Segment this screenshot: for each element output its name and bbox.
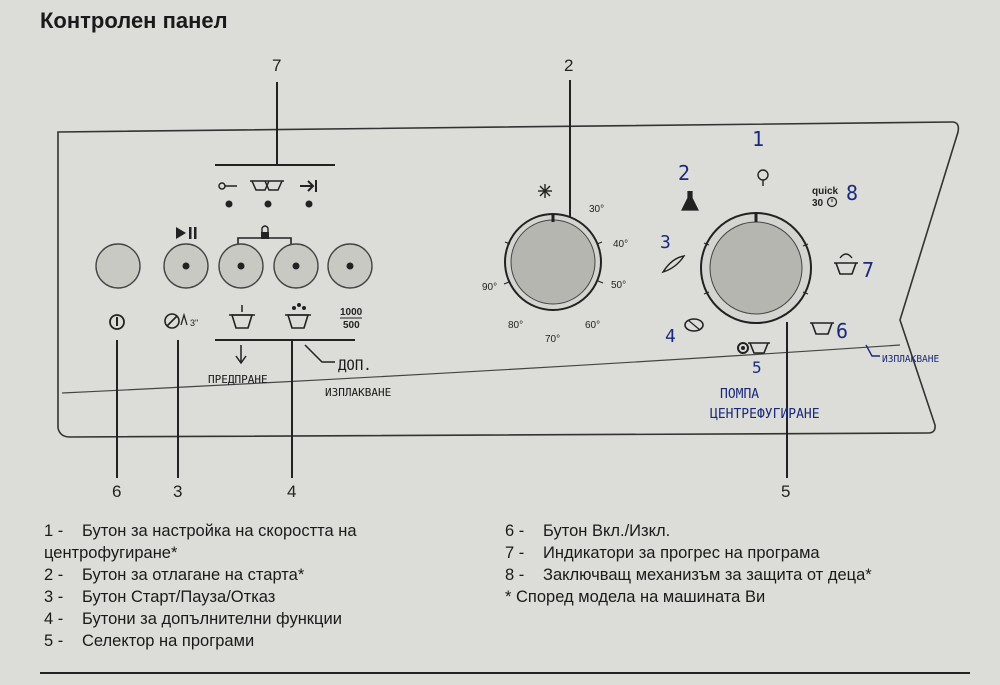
prewash-button[interactable] xyxy=(218,243,264,289)
pump-spin-icon xyxy=(737,342,770,354)
clock-icon xyxy=(826,196,838,208)
page-title: Контролен панел xyxy=(40,8,228,33)
hand-note-7: 7 xyxy=(862,258,874,282)
intensive-tub-icon xyxy=(834,253,858,275)
legend-left: 1 -Бутон за настройка на скоростта на це… xyxy=(44,520,357,652)
hand-note-extra-2: ИЗПЛАКВАНЕ xyxy=(325,386,391,399)
rinse-tub-icon xyxy=(810,322,834,335)
lock-icon xyxy=(261,225,269,239)
legend-item-8: 8 -Заключващ механизъм за защита от деца… xyxy=(505,566,872,584)
legend-item-6: 6 -Бутон Вкл./Изкл. xyxy=(505,522,671,540)
hand-note-prewash: ПРЕДПРАНЕ xyxy=(208,373,268,386)
temperature-dial[interactable] xyxy=(504,213,602,311)
callout-7: 7 xyxy=(272,56,282,75)
delay-start-icon xyxy=(164,312,188,329)
extra-rinse-tub-icon xyxy=(285,303,311,329)
legend-item-2: 2 -Бутон за отлагане на старта* xyxy=(44,566,305,584)
bottom-rule xyxy=(40,672,970,674)
legend-item-1: 1 -Бутон за настройка на скоростта на xyxy=(44,522,357,540)
quick-value: 30 xyxy=(812,198,824,209)
spin-label-bottom: 500 xyxy=(343,320,360,331)
callout-3: 3 xyxy=(173,482,183,501)
indicator-led-3 xyxy=(305,200,313,208)
legend-right: 6 -Бутон Вкл./Изкл. 7 -Индикатори за про… xyxy=(505,520,872,608)
spin-speed-button[interactable] xyxy=(327,243,373,289)
spin-label-top: 1000 xyxy=(340,307,363,318)
end-arrow-icon xyxy=(300,180,317,192)
hand-note-4: 4 xyxy=(665,326,676,347)
legend-footnote: * Според модела на машината Ви xyxy=(505,588,766,606)
panel-outline xyxy=(57,121,960,438)
play-pause-icon xyxy=(176,227,197,239)
hand-note-1: 1 xyxy=(752,127,764,151)
legend-item-4: 4 -Бутони за допълнителни функции xyxy=(44,610,342,628)
hand-note-rinse: ИЗПЛАКВАНЕ xyxy=(882,354,939,365)
prewash-tub-icon xyxy=(229,305,255,329)
start-pause-button[interactable] xyxy=(163,243,209,289)
legend-item-5: 5 -Селектор на програми xyxy=(44,632,255,650)
program-selector-dial[interactable] xyxy=(700,212,812,324)
panel-lower-line xyxy=(61,344,901,394)
dial-label-70: 70° xyxy=(545,334,560,345)
hand-note-8: 8 xyxy=(846,181,858,205)
hand-note-6: 6 xyxy=(836,319,848,343)
callout-5: 5 xyxy=(781,482,791,501)
legend-item-7: 7 -Индикатори за прогрес на програма xyxy=(505,544,820,562)
callout-6: 6 xyxy=(112,482,122,501)
callout-4: 4 xyxy=(287,482,297,501)
hand-note-pump: ПОМПА xyxy=(720,387,759,402)
power-icon xyxy=(109,314,125,330)
synthetics-flask-icon xyxy=(681,191,699,211)
hand-note-3: 3 xyxy=(660,232,671,253)
delay-suffix-label: 3" xyxy=(190,318,198,328)
extra-rinse-button[interactable] xyxy=(273,243,319,289)
hand-note-extra-1: ДОП. xyxy=(338,358,372,374)
wool-icon xyxy=(684,318,704,332)
legend-item-1-cont: центрофугиране* xyxy=(44,544,178,562)
dial-label-30: 30° xyxy=(589,204,604,215)
cotton-flower-icon xyxy=(757,169,769,186)
quick-label: quick xyxy=(812,186,839,197)
dial-label-90: 90° xyxy=(482,282,497,293)
control-panel-diagram: 3" 1000 500 30° 40° 50° xyxy=(57,80,960,478)
wash-drain-icon xyxy=(250,180,284,191)
hand-note-5: 5 xyxy=(752,358,762,377)
legend-item-3: 3 -Бутон Старт/Пауза/Отказ xyxy=(44,588,276,606)
on-off-button[interactable] xyxy=(95,243,141,289)
hand-note-2: 2 xyxy=(678,161,690,185)
callout-2: 2 xyxy=(564,56,574,75)
indicator-led-1 xyxy=(225,200,233,208)
dial-label-60: 60° xyxy=(585,320,600,331)
indicator-led-2 xyxy=(264,200,272,208)
delicates-feather-icon xyxy=(661,255,686,274)
snowflake-icon xyxy=(538,184,552,198)
dial-label-80: 80° xyxy=(508,320,523,331)
dial-label-40: 40° xyxy=(613,239,628,250)
dial-label-50: 50° xyxy=(611,280,626,291)
hand-note-spin: ЦЕНТРЕФУГИРАНЕ xyxy=(710,407,820,422)
key-icon xyxy=(218,182,237,190)
